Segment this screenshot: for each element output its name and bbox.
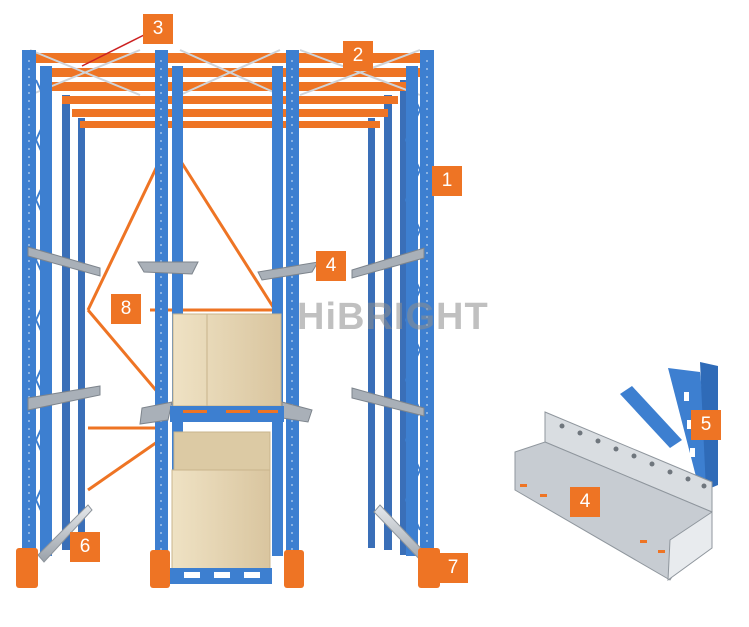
label-3: 3 — [143, 14, 173, 44]
label-6: 6 — [70, 532, 100, 562]
label-8: 8 — [111, 294, 141, 324]
label-4: 4 — [316, 251, 346, 281]
cantilever-rails — [27, 246, 425, 425]
label-1: 1 — [432, 166, 462, 196]
label-5: 5 — [691, 410, 721, 440]
upright-holes — [28, 60, 428, 550]
upper-pallet — [170, 313, 284, 422]
lower-pallet — [170, 431, 272, 584]
frame-lacing — [34, 79, 422, 531]
base-guards — [16, 548, 440, 588]
back-brace — [86, 159, 277, 492]
label-4-detail: 4 — [570, 487, 600, 517]
rear-uprights — [62, 80, 408, 555]
label-7: 7 — [438, 553, 468, 583]
rail-detail — [514, 411, 713, 582]
label-2: 2 — [343, 41, 373, 71]
front-uprights — [22, 50, 434, 560]
watermark: HiBRIGHT — [297, 296, 489, 338]
label-3-leader — [81, 32, 149, 67]
top-ties — [29, 49, 421, 96]
